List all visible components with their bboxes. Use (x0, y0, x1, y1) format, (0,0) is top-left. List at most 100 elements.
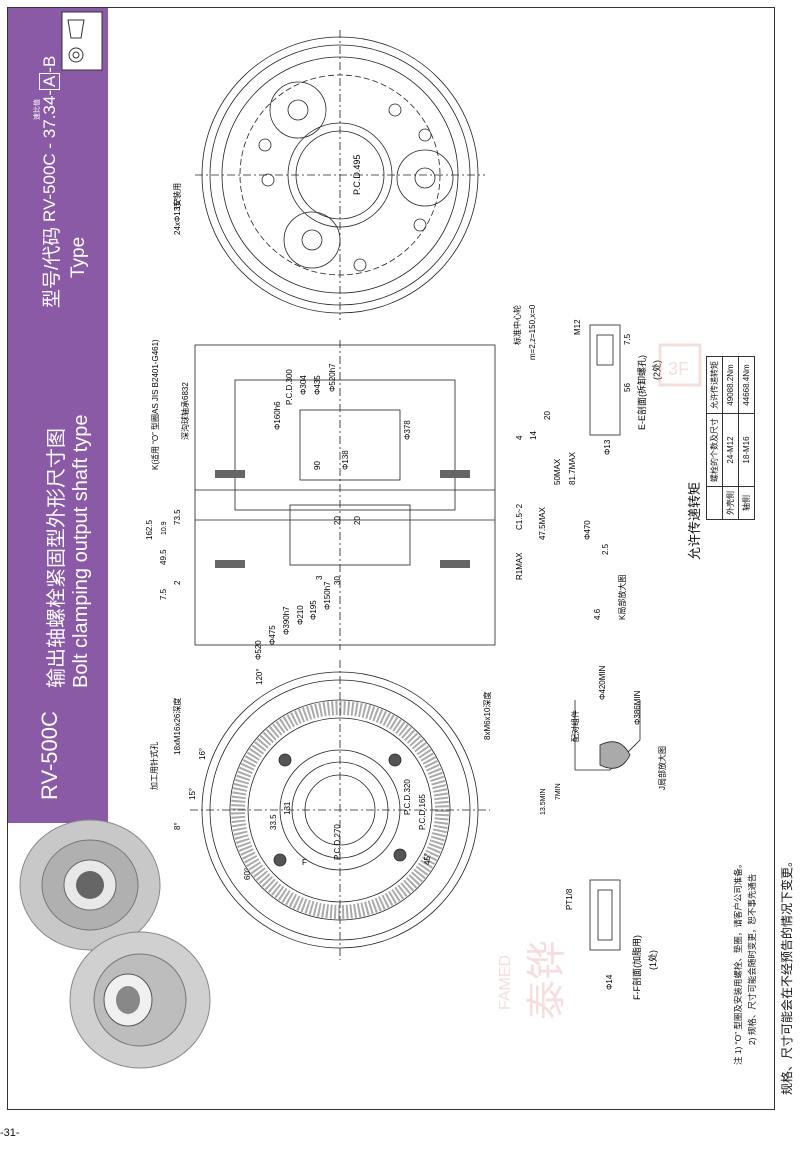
dim-side-30: 14 (529, 431, 538, 440)
bottom-dim-9: P.C.D.320 (403, 779, 412, 815)
ee-dim-3: Φ13 (603, 439, 612, 455)
torque-table-title: 允许传递转矩 (687, 481, 702, 560)
label-gear-spec: m=2,z=150,x=0 (528, 304, 537, 360)
ff-count: (1处) (647, 950, 658, 970)
j-dim-2: 配对组件 (570, 710, 580, 742)
k-dim-2: 4.6 (593, 608, 602, 620)
table-row: 螺栓的个数及尺寸 允许传递转矩 (706, 356, 723, 520)
dim-side-4: Φ160h6 (273, 401, 282, 430)
torque-table: 螺栓的个数及尺寸 允许传递转矩 外壳侧 24-M12 49088.2Nm 轴侧 … (706, 356, 755, 520)
dim-side-14: 10.9 (161, 521, 168, 535)
table-header: 允许传递转矩 (706, 356, 723, 414)
header-sidebar (8, 8, 108, 823)
dim-top-0: P.C.D.495 (352, 155, 362, 195)
product-photo (19, 819, 211, 1069)
bottom-dim-8: 33.5 (269, 814, 278, 830)
bottom-dim-1: 18xM16x26深度 (172, 698, 182, 755)
j-detail-drawing (574, 700, 641, 771)
dim-side-11: Φ475 (268, 625, 277, 645)
dim-side-26: 47.5MAX (538, 506, 547, 540)
dim-side-2: Φ304 (299, 375, 308, 395)
k-dim-1: 2.5 (601, 543, 610, 555)
bottom-dim-14: F (302, 858, 307, 867)
watermark-logo: 3F (668, 359, 689, 379)
dim-side-21: 30 (333, 576, 342, 585)
dim-side-9: Φ210 (296, 605, 305, 625)
page-frame (7, 7, 775, 1110)
table-cell: 轴侧 (738, 486, 755, 520)
table-cell: 44668.4Nm (738, 356, 755, 414)
dim-top-1: 24xΦ13安装用 (172, 183, 182, 235)
note-1: 注 1) “O” 型圈及安装用螺栓、垫圈，请客户公司准备。 (733, 859, 743, 1065)
ee-section-drawing (589, 324, 621, 436)
watermark-brand-en: FAMED (497, 955, 514, 1010)
ee-title: E-E剖面(拆卸螺孔) (636, 355, 647, 430)
table-cell: 24-M12 (722, 413, 739, 487)
dim-side-23: 20 (353, 516, 362, 525)
page-number: -31- (0, 1127, 20, 1139)
bottom-dim-5: 15° (188, 788, 197, 800)
bottom-dim-12: 45° (423, 853, 432, 865)
dim-side-29: 4 (515, 435, 524, 440)
ee-dim-2: 7.5 (623, 333, 632, 345)
table-header (706, 486, 723, 520)
table-cell: 外壳侧 (722, 486, 739, 520)
dim-side-3: P.C.D.300 (285, 369, 294, 405)
dim-side-10: Φ390h7 (282, 606, 291, 635)
footer-note: 规格、尺寸可能会在不经预告的情况下变更。 (780, 854, 794, 1095)
j-dim-3: 13.5MIN (540, 789, 547, 815)
dim-side-6: Φ378 (403, 420, 412, 440)
bottom-view-drawing (190, 660, 490, 960)
dim-side-16: 49.5 (159, 549, 168, 565)
dim-side-24: 81.7MAX (568, 451, 577, 485)
dim-side-22: 3 (315, 575, 324, 580)
bottom-dim-13: 60° (243, 868, 252, 880)
label-bearing: 深沟球轴承6832 (180, 382, 190, 440)
label-k-detail: K局部放大图 (617, 575, 627, 620)
label-k-oring: K(适用 “O” 型圈AS JIS B2401-G461) (150, 339, 160, 470)
table-cell: 49088.2Nm (722, 356, 739, 414)
dim-side-18: 2 (173, 580, 182, 585)
bottom-dim-4: 16° (198, 748, 207, 760)
bottom-dim-6: 8° (173, 822, 182, 830)
ee-dim-1: 56 (623, 383, 632, 392)
ee-count: (2处) (651, 360, 662, 380)
dim-side-20: 20 (333, 516, 342, 525)
dim-side-0: Φ520h7 (328, 363, 337, 392)
j-dim-4: 7MIN (555, 783, 562, 800)
dim-side-1: Φ435 (313, 375, 322, 395)
dim-side-12: Φ520 (254, 640, 263, 660)
dim-side-28: R1MAX (515, 552, 524, 580)
j-dim-1: Φ386MIN (633, 690, 642, 725)
dim-side-8: Φ195 (309, 600, 318, 620)
bottom-dim-7: 131 (283, 801, 292, 815)
dim-top-2: 15° (173, 198, 182, 210)
bottom-dim-11: P.C.D.165 (418, 794, 427, 830)
table-row: 外壳侧 24-M12 49088.2Nm (722, 356, 739, 520)
ff-title: F-F剖面(加脂用) (631, 935, 642, 1000)
note-2: 2) 规格、尺寸可能会随时变更，恕不事先通告 (747, 873, 757, 1045)
table-row: 轴侧 18-M16 44668.4Nm (738, 356, 755, 520)
j-dim-0: Φ420MIN (598, 665, 607, 700)
watermark: 3F 泰铧 FAMED (497, 343, 702, 1020)
bottom-dim-2: 8xM6x10深度 (482, 692, 492, 740)
bottom-dim-3: 加工用针式孔 (149, 742, 159, 790)
watermark-brand-cn: 泰铧 (525, 940, 569, 1020)
ff-dim-0: PT1/8 (565, 888, 574, 910)
ee-dim-0: M12 (573, 319, 582, 335)
ff-section-drawing (589, 879, 621, 951)
bottom-dim-10: P.C.D.270 (333, 824, 342, 860)
k-dim-0: Φ470 (583, 520, 592, 540)
label-sun-gear: 标准中心轮 (512, 305, 522, 345)
side-view-drawing (194, 340, 496, 650)
table-header: 螺栓的个数及尺寸 (706, 413, 723, 487)
ff-dim-1: Φ14 (605, 974, 614, 990)
table-cell: 18-M16 (738, 413, 755, 487)
dim-side-15: 73.5 (173, 509, 182, 525)
dim-side-31: 20 (543, 411, 552, 420)
dim-side-17: 7.5 (159, 588, 168, 600)
top-view-drawing (195, 30, 485, 320)
dim-side-19: 90 (313, 461, 322, 470)
dim-side-25: 50MAX (553, 458, 562, 485)
